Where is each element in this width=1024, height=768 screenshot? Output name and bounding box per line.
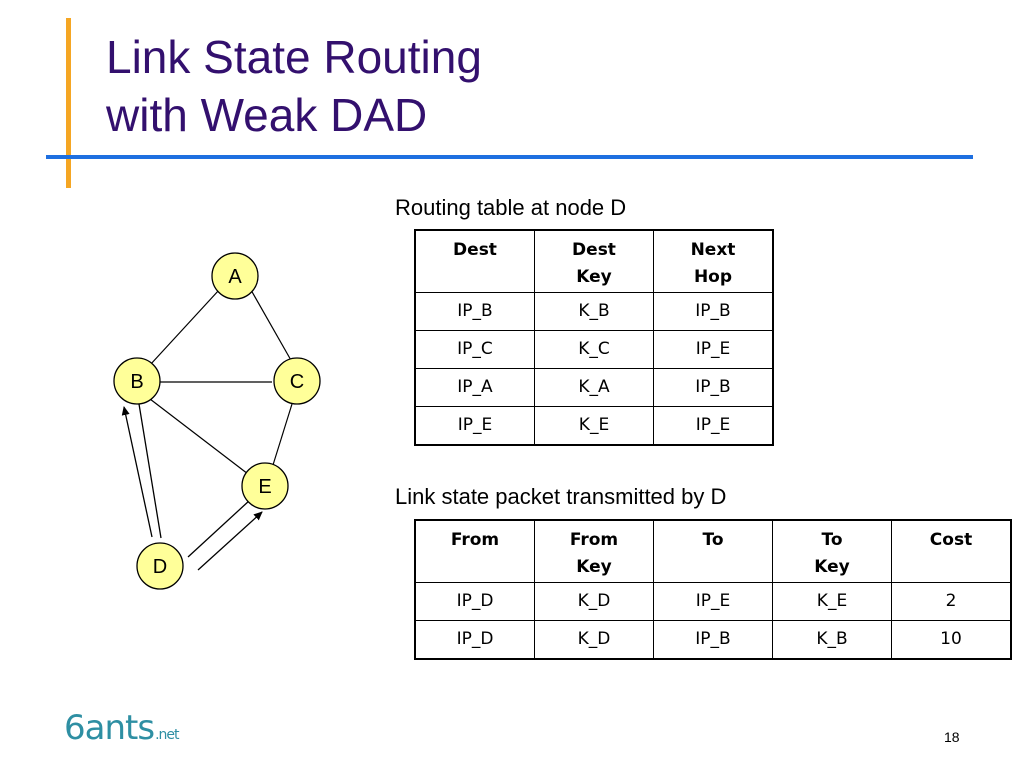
accent-bar-vertical <box>66 18 71 188</box>
table-cell: K_A <box>534 367 654 407</box>
table-cell: 2 <box>891 581 1012 621</box>
title-underline <box>46 155 973 159</box>
arrow-d-to-e <box>197 511 263 571</box>
edge-a-b <box>149 289 220 366</box>
routing-table-caption: Routing table at node D <box>395 195 627 220</box>
table-row: IP_A K_A IP_B <box>414 367 774 407</box>
table-cell: IP_B <box>653 291 774 331</box>
header-text: From <box>450 530 500 550</box>
table-row: IP_D K_D IP_E K_E 2 <box>414 581 1012 621</box>
lsp-table-caption: Link state packet transmitted by D <box>395 484 727 509</box>
node-d-label: D <box>153 556 167 578</box>
header-text: Dest <box>572 240 616 260</box>
header-to: To <box>653 519 773 583</box>
node-d: D <box>136 542 184 590</box>
table-cell: IP_E <box>653 405 774 445</box>
node-a-label: A <box>228 266 242 288</box>
header-text: Dest <box>453 240 497 260</box>
title-line-1: Link State Routing <box>106 31 482 83</box>
header-from: From <box>414 519 535 583</box>
network-graph: A B C E D <box>113 252 321 590</box>
node-e-label: E <box>258 476 271 498</box>
header-cost: Cost <box>891 519 1012 583</box>
node-c: C <box>273 357 321 405</box>
table-cell: IP_E <box>653 581 773 621</box>
table-cell: IP_B <box>414 291 535 331</box>
logo-main-text: 6ants <box>64 708 155 748</box>
node-b-label: B <box>130 371 143 393</box>
table-cell: K_E <box>772 581 892 621</box>
table-cell: IP_E <box>653 329 774 369</box>
table-row: IP_D K_D IP_B K_B 10 <box>414 619 1012 659</box>
table-cell: K_D <box>534 619 654 659</box>
table-cell: 10 <box>891 619 1012 659</box>
table-cell: IP_D <box>414 581 535 621</box>
logo-suffix: .net <box>155 727 179 743</box>
header-text: Key <box>576 557 612 577</box>
header-text: Cost <box>929 530 973 550</box>
header-text: From <box>569 530 619 550</box>
header-text: To <box>821 530 843 550</box>
table-row: IP_B K_B IP_B <box>414 291 774 331</box>
table-cell: K_B <box>772 619 892 659</box>
title-line-2: with Weak DAD <box>106 89 428 141</box>
header-text: Key <box>576 267 612 287</box>
page-number: 18 <box>944 729 960 745</box>
arrow-d-to-b <box>121 406 153 538</box>
node-c-label: C <box>290 371 304 393</box>
table-cell: IP_D <box>414 619 535 659</box>
header-dest: Dest <box>414 229 535 293</box>
6ants-logo: 6ants.net <box>64 708 180 748</box>
header-text: Hop <box>693 267 733 287</box>
node-a: A <box>211 252 259 300</box>
edge-c-e <box>272 403 293 466</box>
table-cell: IP_C <box>414 329 535 369</box>
node-b: B <box>113 357 161 405</box>
table-cell: K_C <box>534 329 654 369</box>
header-text: To <box>702 530 724 550</box>
edge-b-e <box>149 398 249 475</box>
slide-title: Link State Routing with Weak DAD <box>106 28 482 144</box>
edge-a-c <box>250 289 293 363</box>
arrow-d-to-b-parallel <box>138 403 162 539</box>
header-text: Key <box>814 557 850 577</box>
table-cell: K_B <box>534 291 654 331</box>
table-row: IP_E K_E IP_E <box>414 405 774 445</box>
arrow-d-to-e-parallel <box>187 499 251 558</box>
table-cell: IP_B <box>653 367 774 407</box>
table-cell: K_E <box>534 405 654 445</box>
table-row: IP_C K_C IP_E <box>414 329 774 369</box>
header-text: Next <box>690 240 736 260</box>
table-cell: K_D <box>534 581 654 621</box>
table-cell: IP_E <box>414 405 535 445</box>
table-cell: IP_A <box>414 367 535 407</box>
node-e: E <box>241 462 289 510</box>
table-cell: IP_B <box>653 619 773 659</box>
